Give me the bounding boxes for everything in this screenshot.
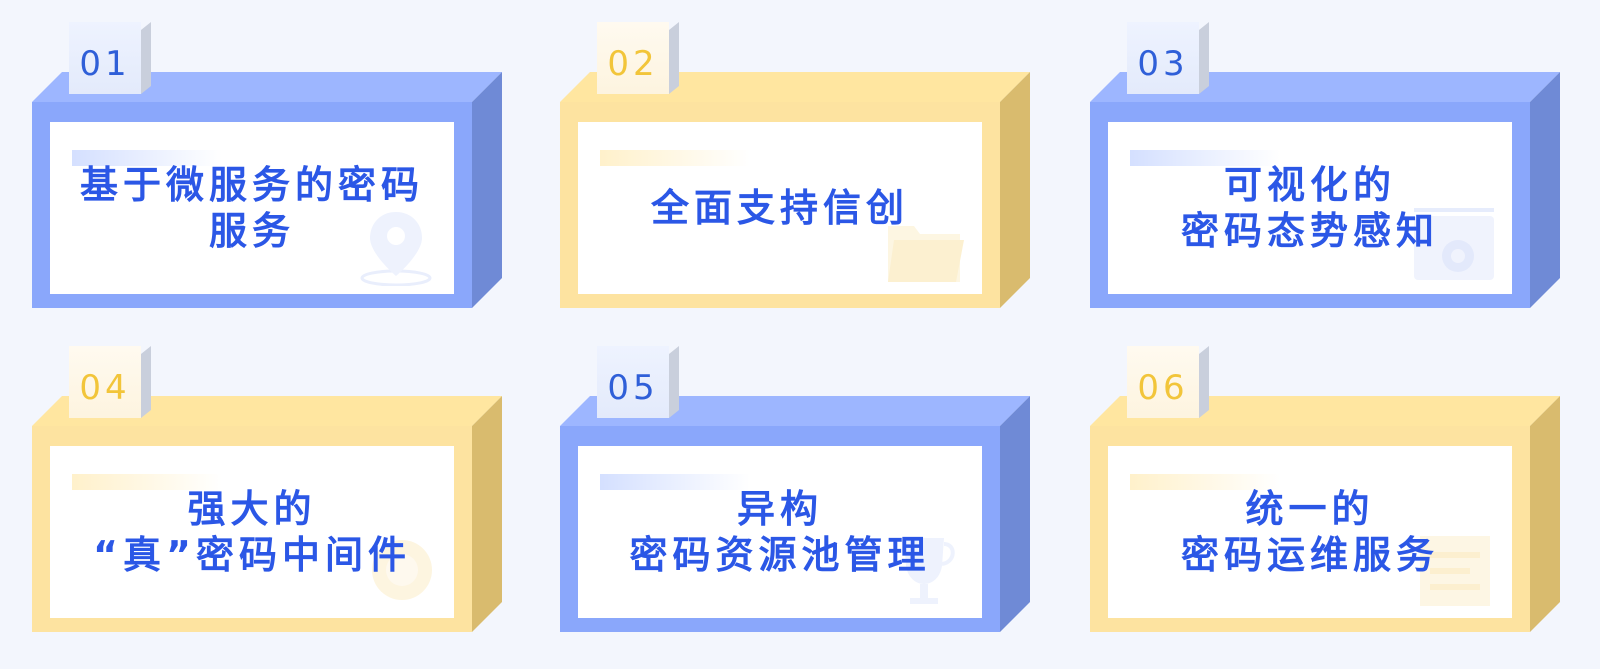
- card-title: 统一的 密码运维服务: [1108, 446, 1512, 618]
- number-tab: 04: [69, 346, 151, 418]
- feature-card-05: 异构 密码资源池管理 05: [560, 346, 1054, 638]
- card-panel: 统一的 密码运维服务: [1108, 446, 1512, 618]
- card-title-line-2: 密码态势感知: [1180, 209, 1439, 253]
- highlight-streak: [600, 474, 750, 490]
- card-side-face: [472, 396, 502, 632]
- card-title: 全面支持信创: [578, 122, 982, 294]
- card-panel: 可视化的 密码态势感知: [1108, 122, 1512, 294]
- highlight-streak: [1130, 150, 1280, 166]
- card-title: 异构 密码资源池管理: [578, 446, 982, 618]
- card-front-face: 可视化的 密码态势感知: [1090, 102, 1530, 308]
- card-number: 01: [79, 44, 131, 84]
- card-title: 可视化的 密码态势感知: [1108, 122, 1512, 294]
- highlight-streak: [600, 150, 750, 166]
- card-title-line-1: 异构: [736, 487, 823, 531]
- card-side-face: [1000, 396, 1030, 632]
- card-number: 03: [1137, 44, 1189, 84]
- feature-card-03: 可视化的 密码态势感知 03: [1090, 22, 1584, 314]
- number-tab-face: [1127, 346, 1199, 418]
- card-front-face: 全面支持信创: [560, 102, 1000, 308]
- card-panel: 异构 密码资源池管理: [578, 446, 982, 618]
- number-tab-side: [1199, 346, 1209, 418]
- card-number: 05: [607, 368, 659, 408]
- number-tab: 06: [1127, 346, 1209, 418]
- card-side-face: [1530, 396, 1560, 632]
- card-title-line-1: 基于微服务的密码: [79, 163, 424, 207]
- circle-icon: [372, 540, 432, 600]
- feature-card-06: 统一的 密码运维服务 06: [1090, 346, 1584, 638]
- number-tab-side: [669, 22, 679, 94]
- card-title: 基于微服务的密码 服务: [50, 122, 454, 294]
- number-tab-face: [597, 346, 669, 418]
- feature-card-02: 全面支持信创 02: [560, 22, 1054, 314]
- card-title-line-1: 全面支持信创: [650, 186, 909, 230]
- trophy-icon: [904, 538, 955, 604]
- card-number: 04: [79, 368, 131, 408]
- number-tab: 05: [597, 346, 679, 418]
- card-title-line-2: 密码资源池管理: [629, 533, 931, 577]
- gear-icon: [1414, 208, 1494, 280]
- card-title-line-2: 密码运维服务: [1180, 533, 1439, 577]
- card-title-line-2: “真”密码中间件: [93, 533, 411, 577]
- card-number: 06: [1137, 368, 1189, 408]
- card-front-face: 基于微服务的密码 服务: [32, 102, 472, 308]
- feature-card-04: 强大的 “真”密码中间件 04: [32, 346, 526, 638]
- card-title: 强大的 “真”密码中间件: [50, 446, 454, 618]
- number-tab-face: [69, 22, 141, 94]
- document-icon: [1420, 536, 1490, 606]
- card-side-face: [1530, 72, 1560, 308]
- number-tab-side: [669, 346, 679, 418]
- card-front-face: 统一的 密码运维服务: [1090, 426, 1530, 632]
- number-tab-side: [141, 22, 151, 94]
- highlight-streak: [72, 150, 222, 166]
- feature-card-01: 基于微服务的密码 服务 01: [32, 22, 526, 314]
- card-side-face: [472, 72, 502, 308]
- number-tab-face: [597, 22, 669, 94]
- folder-icon: [888, 226, 964, 282]
- number-tab-face: [1127, 22, 1199, 94]
- highlight-streak: [72, 474, 222, 490]
- card-side-face: [1000, 72, 1030, 308]
- number-tab-side: [1199, 22, 1209, 94]
- card-panel: 全面支持信创: [578, 122, 982, 294]
- number-tab: 01: [69, 22, 151, 94]
- number-tab: 03: [1127, 22, 1209, 94]
- highlight-streak: [1130, 474, 1280, 490]
- card-panel: 基于微服务的密码 服务: [50, 122, 454, 294]
- card-title-line-1: 强大的: [187, 487, 317, 531]
- number-tab-face: [69, 346, 141, 418]
- card-front-face: 异构 密码资源池管理: [560, 426, 1000, 632]
- number-tab-side: [141, 346, 151, 418]
- card-title-line-1: 统一的: [1245, 487, 1375, 531]
- card-panel: 强大的 “真”密码中间件: [50, 446, 454, 618]
- card-title-line-2: 服务: [208, 209, 295, 253]
- location-pin-icon: [360, 212, 432, 286]
- card-number: 02: [607, 44, 659, 84]
- number-tab: 02: [597, 22, 679, 94]
- card-front-face: 强大的 “真”密码中间件: [32, 426, 472, 632]
- card-title-line-1: 可视化的: [1223, 163, 1396, 207]
